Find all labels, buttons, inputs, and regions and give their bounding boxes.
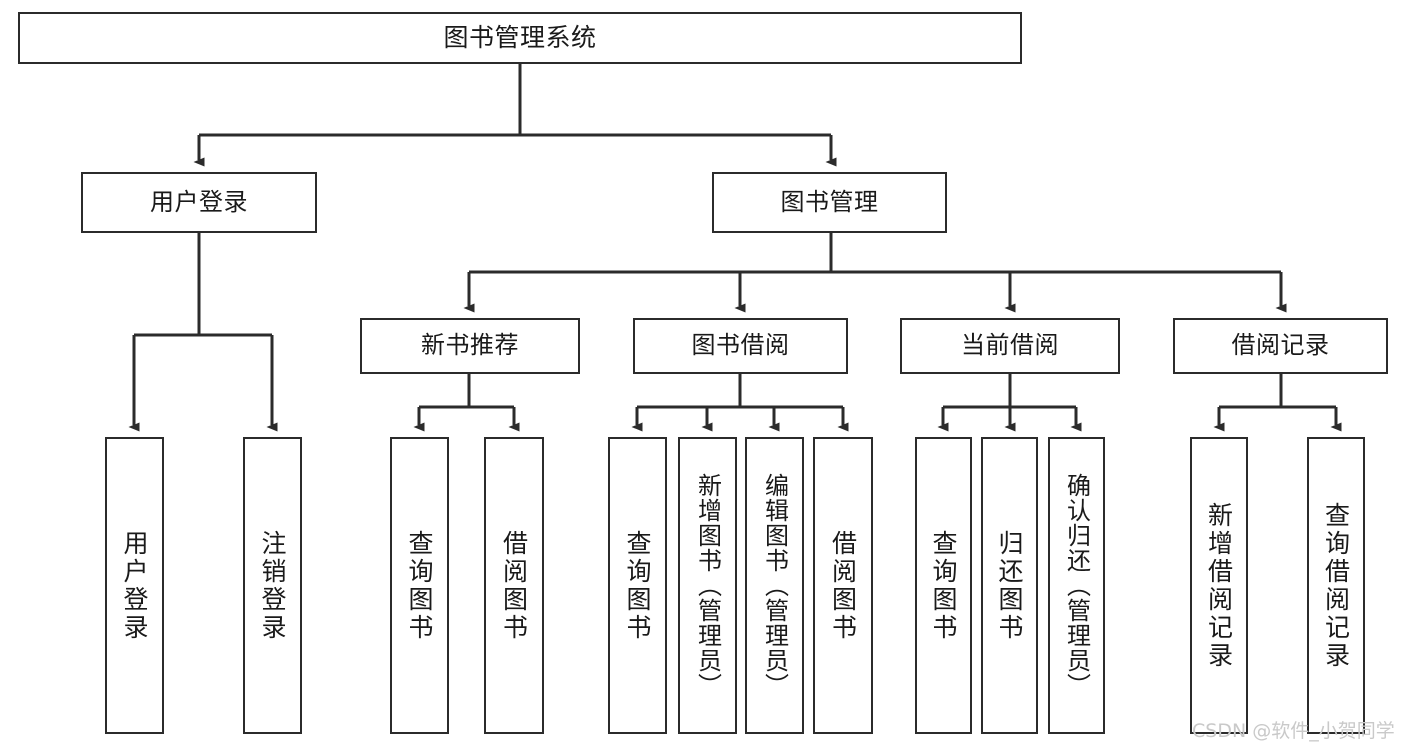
node-label: 查询图书 <box>405 529 434 642</box>
node-label: 图书管理系统 <box>443 22 597 52</box>
node-new-book-rec[interactable]: 新书推荐 <box>360 318 580 374</box>
node-label: 确认归还（管理员） <box>1062 473 1091 698</box>
node-leaf-user-logout[interactable]: 注销登录 <box>243 437 302 734</box>
node-label: 查询借阅记录 <box>1321 501 1351 670</box>
node-leaf-query-record[interactable]: 查询借阅记录 <box>1307 437 1365 734</box>
node-label: 注销登录 <box>258 529 287 642</box>
node-label: 归还图书 <box>995 529 1024 642</box>
node-label: 借阅图书 <box>828 529 858 642</box>
node-book-manage[interactable]: 图书管理 <box>712 172 947 233</box>
node-leaf-return-book[interactable]: 归还图书 <box>981 437 1038 734</box>
node-label: 图书借阅 <box>691 331 790 360</box>
node-leaf-query-book[interactable]: 查询图书 <box>608 437 667 734</box>
node-root-system[interactable]: 图书管理系统 <box>18 12 1022 64</box>
node-leaf-query-book-rec[interactable]: 查询图书 <box>390 437 449 734</box>
node-leaf-add-book[interactable]: 新增图书（管理员） <box>678 437 737 734</box>
node-label: 借阅图书 <box>499 529 529 642</box>
csdn-watermark: CSDN @软件_小贺同学 <box>1192 720 1395 742</box>
node-label: 新增借阅记录 <box>1204 501 1234 670</box>
node-borrow-record[interactable]: 借阅记录 <box>1173 318 1388 374</box>
node-user-login[interactable]: 用户登录 <box>81 172 317 233</box>
node-leaf-edit-book[interactable]: 编辑图书（管理员） <box>745 437 804 734</box>
node-leaf-borrow-book-rec[interactable]: 借阅图书 <box>484 437 544 734</box>
node-label: 当前借阅 <box>961 331 1059 360</box>
node-leaf-add-record[interactable]: 新增借阅记录 <box>1190 437 1248 734</box>
node-label: 新增图书（管理员） <box>693 473 722 698</box>
node-book-borrow[interactable]: 图书借阅 <box>633 318 848 374</box>
node-leaf-confirm-return[interactable]: 确认归还（管理员） <box>1048 437 1105 734</box>
node-leaf-borrow-book[interactable]: 借阅图书 <box>813 437 873 734</box>
node-label: 新书推荐 <box>421 331 519 360</box>
node-label: 查询图书 <box>929 529 958 642</box>
node-label: 借阅记录 <box>1231 331 1330 360</box>
node-label: 图书管理 <box>780 187 879 216</box>
node-leaf-user-login[interactable]: 用户登录 <box>105 437 164 734</box>
node-label: 用户登录 <box>150 187 248 216</box>
node-label: 编辑图书（管理员） <box>760 473 789 698</box>
node-leaf-query-book-cur[interactable]: 查询图书 <box>915 437 972 734</box>
node-current-borrow[interactable]: 当前借阅 <box>900 318 1120 374</box>
node-label: 查询图书 <box>623 529 652 642</box>
node-label: 用户登录 <box>120 529 149 642</box>
